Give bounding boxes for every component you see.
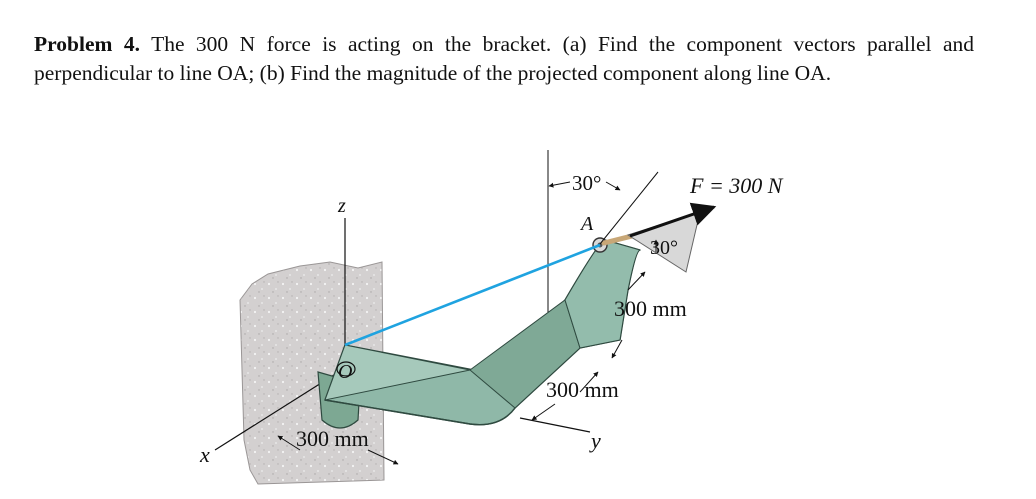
dim-vertical-label: 300 mm [614,296,687,321]
point-o-label: O [338,361,352,383]
dim-middle-label: 300 mm [546,377,619,402]
problem-statement: Problem 4. The 300 N force is acting on … [34,30,974,88]
wall [239,261,385,485]
problem-label: Problem 4. [34,32,140,56]
point-a-label: A [579,213,594,235]
axis-z-label: z [337,195,346,217]
angle-side-label: 30° [650,237,678,259]
force-label: F = 300 N [689,173,784,198]
axis-x-label: x [199,442,210,467]
axis-y-label: y [589,428,601,453]
problem-text: The 300 N force is acting on the bracket… [34,32,975,85]
line-oa [344,243,601,347]
y-axis-line [519,417,591,433]
point-o-marker [336,361,356,377]
angle-top-label: 30° [572,171,601,195]
projected-direction-line [599,171,659,245]
bracket [324,239,641,426]
dim-bottom-label: 300 mm [296,426,369,451]
force-arrow [629,202,717,238]
